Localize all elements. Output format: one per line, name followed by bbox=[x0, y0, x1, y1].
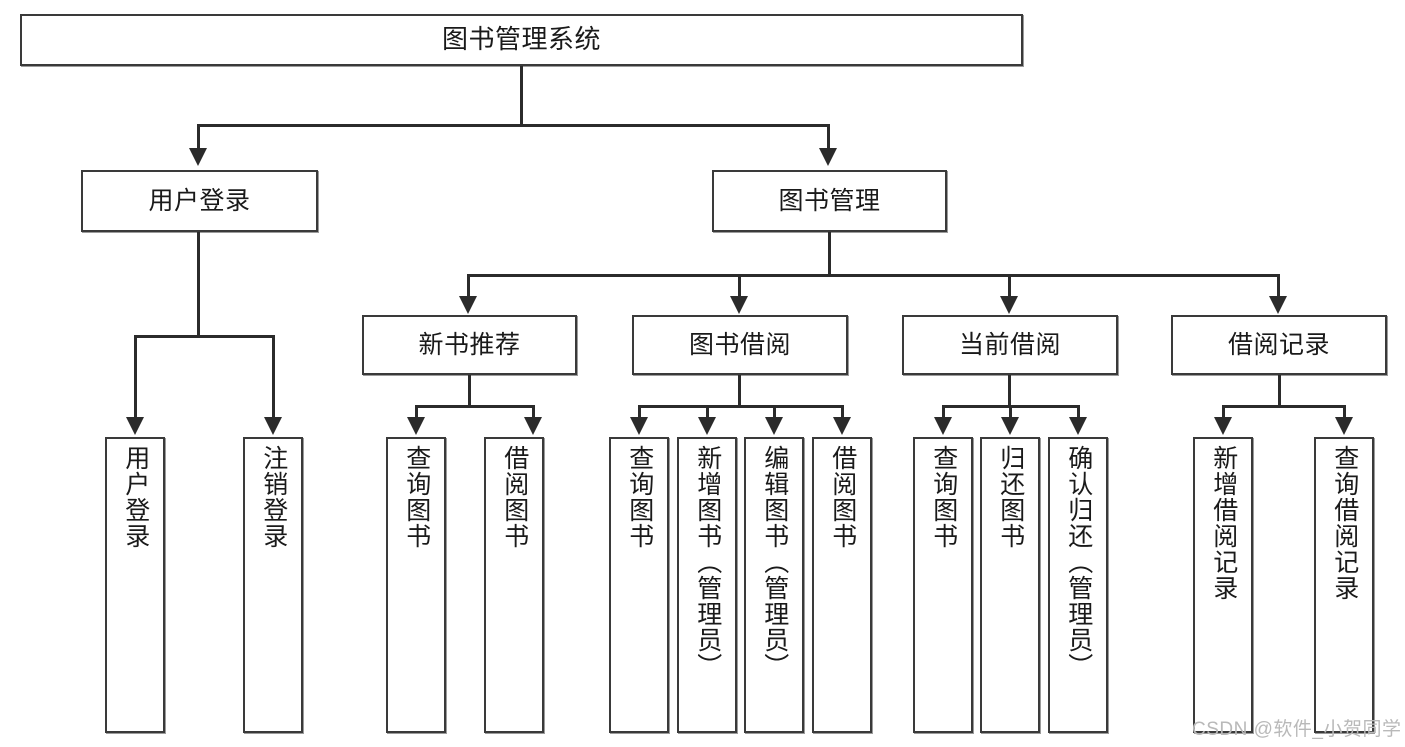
node-book-management[interactable]: 图书管理 bbox=[712, 170, 947, 232]
connector-borrow-record-bus bbox=[1222, 405, 1346, 408]
node-label: 归还图书 bbox=[996, 445, 1025, 549]
connector-bm-to-book-borrow bbox=[738, 274, 741, 298]
arrow-bb-to-leaf-4 bbox=[833, 417, 851, 435]
connector-book-borrow-bus bbox=[638, 405, 844, 408]
connector-bm-to-current-borrow bbox=[1008, 274, 1011, 298]
connector-bm-to-new-book bbox=[467, 274, 470, 298]
connector-root-to-book-management bbox=[827, 124, 830, 150]
connector-bb-to-leaf-4 bbox=[841, 405, 844, 419]
arrow-bb-to-leaf-1 bbox=[630, 417, 648, 435]
leaf-current-borrow-query-books[interactable]: 查询图书 bbox=[913, 437, 973, 733]
node-label: 查询图书 bbox=[625, 445, 654, 549]
node-label: 当前借阅 bbox=[958, 331, 1061, 359]
connector-book-management-bus bbox=[467, 274, 1279, 277]
leaf-new-book-query-books[interactable]: 查询图书 bbox=[386, 437, 446, 733]
node-label: 图书借阅 bbox=[688, 331, 791, 359]
connector-cb-to-leaf-1 bbox=[942, 405, 945, 419]
arrow-root-to-book-management bbox=[819, 148, 837, 166]
node-label: 注销登录 bbox=[259, 445, 288, 549]
connector-bb-to-leaf-3 bbox=[773, 405, 776, 419]
arrow-user-login-to-leaf-2 bbox=[264, 417, 282, 435]
connector-nb-to-leaf-2 bbox=[532, 405, 535, 419]
leaf-book-borrow-borrow-books[interactable]: 借阅图书 bbox=[812, 437, 872, 733]
leaf-user-login-logout[interactable]: 注销登录 bbox=[243, 437, 303, 733]
node-book-borrow[interactable]: 图书借阅 bbox=[632, 315, 848, 375]
arrow-cb-to-leaf-3 bbox=[1069, 417, 1087, 435]
node-new-book-recommend[interactable]: 新书推荐 bbox=[362, 315, 577, 375]
leaf-borrow-record-add-record[interactable]: 新增借阅记录 bbox=[1193, 437, 1253, 733]
node-label: 借阅记录 bbox=[1227, 331, 1330, 359]
node-label: 编辑图书（管理员） bbox=[760, 445, 789, 679]
node-label: 查询图书 bbox=[929, 445, 958, 549]
arrow-nb-to-leaf-1 bbox=[407, 417, 425, 435]
connector-nb-to-leaf-1 bbox=[415, 405, 418, 419]
connector-book-management-stem bbox=[828, 232, 831, 274]
node-label: 新书推荐 bbox=[418, 331, 521, 359]
connector-book-borrow-stem bbox=[738, 375, 741, 405]
arrow-user-login-to-leaf-1 bbox=[126, 417, 144, 435]
arrow-br-to-leaf-2 bbox=[1335, 417, 1353, 435]
node-label: 借阅图书 bbox=[500, 445, 529, 549]
arrow-cb-to-leaf-1 bbox=[934, 417, 952, 435]
arrow-root-to-user-login bbox=[189, 148, 207, 166]
arrow-nb-to-leaf-2 bbox=[524, 417, 542, 435]
arrow-bb-to-leaf-2 bbox=[698, 417, 716, 435]
node-label: 新增借阅记录 bbox=[1209, 445, 1238, 601]
connector-user-login-stem bbox=[197, 232, 200, 335]
node-label: 图书管理 bbox=[778, 187, 881, 215]
connector-root-bus bbox=[197, 124, 830, 127]
connector-user-login-bus bbox=[134, 335, 275, 338]
arrow-br-to-leaf-1 bbox=[1214, 417, 1232, 435]
leaf-book-borrow-add-book-admin[interactable]: 新增图书（管理员） bbox=[677, 437, 737, 733]
node-label: 用户登录 bbox=[148, 187, 251, 215]
arrow-bm-to-borrow-record bbox=[1269, 296, 1287, 314]
node-current-borrow[interactable]: 当前借阅 bbox=[902, 315, 1118, 375]
node-label: 用户登录 bbox=[121, 445, 150, 549]
connector-bb-to-leaf-1 bbox=[638, 405, 641, 419]
node-label: 确认归还（管理员） bbox=[1064, 445, 1093, 679]
connector-root-to-user-login bbox=[197, 124, 200, 150]
leaf-book-borrow-query-books[interactable]: 查询图书 bbox=[609, 437, 669, 733]
connector-bb-to-leaf-2 bbox=[706, 405, 709, 419]
node-label: 查询借阅记录 bbox=[1330, 445, 1359, 601]
node-user-login[interactable]: 用户登录 bbox=[81, 170, 318, 232]
connector-cb-to-leaf-2 bbox=[1009, 405, 1012, 419]
node-borrow-record[interactable]: 借阅记录 bbox=[1171, 315, 1387, 375]
leaf-borrow-record-query-record[interactable]: 查询借阅记录 bbox=[1314, 437, 1374, 733]
connector-new-book-stem bbox=[468, 375, 471, 405]
node-label: 新增图书（管理员） bbox=[693, 445, 722, 679]
connector-br-to-leaf-1 bbox=[1222, 405, 1225, 419]
connector-bm-to-borrow-record bbox=[1277, 274, 1280, 298]
leaf-new-book-borrow-books[interactable]: 借阅图书 bbox=[484, 437, 544, 733]
leaf-user-login-login[interactable]: 用户登录 bbox=[105, 437, 165, 733]
arrow-bm-to-book-borrow bbox=[730, 296, 748, 314]
arrow-cb-to-leaf-2 bbox=[1001, 417, 1019, 435]
connector-user-login-to-leaf-1 bbox=[134, 335, 137, 419]
node-label: 图书管理系统 bbox=[441, 24, 601, 55]
node-label: 借阅图书 bbox=[828, 445, 857, 549]
leaf-current-borrow-confirm-return-admin[interactable]: 确认归还（管理员） bbox=[1048, 437, 1108, 733]
arrow-bm-to-new-book bbox=[459, 296, 477, 314]
connector-borrow-record-stem bbox=[1278, 375, 1281, 405]
connector-cb-to-leaf-3 bbox=[1077, 405, 1080, 419]
arrow-bb-to-leaf-3 bbox=[765, 417, 783, 435]
connector-root-stem bbox=[520, 66, 523, 124]
connector-new-book-bus bbox=[415, 405, 535, 408]
node-label: 查询图书 bbox=[402, 445, 431, 549]
node-root-book-management-system[interactable]: 图书管理系统 bbox=[20, 14, 1023, 66]
leaf-book-borrow-edit-book-admin[interactable]: 编辑图书（管理员） bbox=[744, 437, 804, 733]
leaf-current-borrow-return-books[interactable]: 归还图书 bbox=[980, 437, 1040, 733]
connector-current-borrow-stem bbox=[1008, 375, 1011, 405]
arrow-bm-to-current-borrow bbox=[1000, 296, 1018, 314]
connector-br-to-leaf-2 bbox=[1343, 405, 1346, 419]
connector-user-login-to-leaf-2 bbox=[272, 335, 275, 419]
